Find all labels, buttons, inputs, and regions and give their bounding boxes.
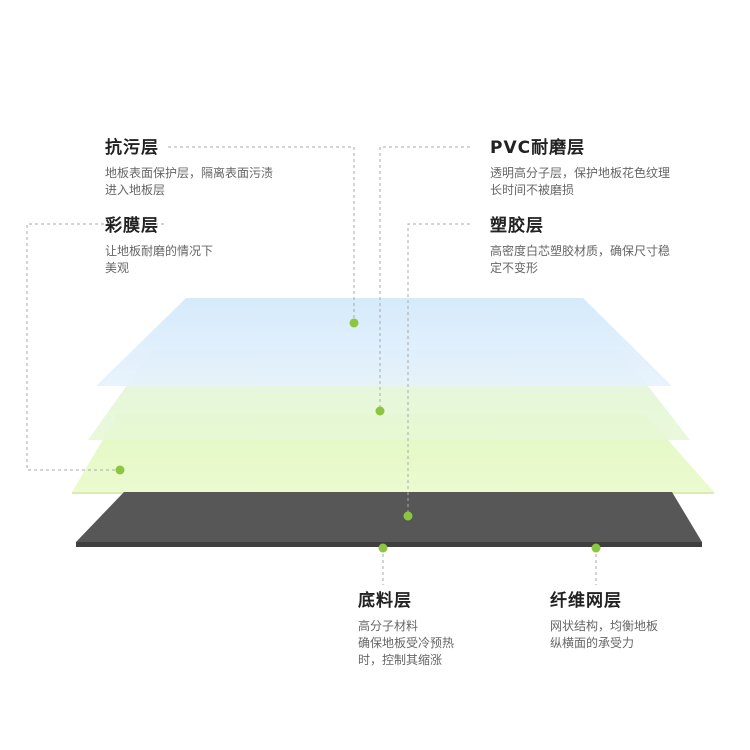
label-pvcwear-desc: 透明高分子层，保护地板花色纹理 长时间不被磨损 (490, 165, 670, 199)
label-plastic: 塑胶层 高密度白芯塑胶材质，确保尺寸稳 定不变形 (490, 215, 670, 277)
dot-plastic (403, 511, 413, 521)
leader-colorfilm (26, 223, 164, 471)
desc-line: 纵横面的承受力 (550, 636, 635, 650)
label-pvcwear: PVC耐磨层 透明高分子层，保护地板花色纹理 长时间不被磨损 (490, 137, 670, 199)
leader-antifouling (168, 146, 355, 322)
desc-line: 高分子材料 (358, 619, 419, 633)
label-antifouling: 抗污层 地板表面保护层，隔离表面污渍 进入地板层 (105, 137, 273, 199)
sheet-dark (76, 492, 702, 547)
label-colorfilm-title: 彩膜层 (105, 216, 159, 236)
label-colorfilm: 彩膜层 让地板耐磨的情况下 美观 (105, 215, 213, 277)
label-base: 底料层 高分子材料 确保地板受冷预热 时，控制其缩涨 (358, 590, 454, 669)
leader-plastic (407, 223, 470, 516)
desc-line: 进入地板层 (105, 183, 166, 197)
label-colorfilm-desc: 让地板耐磨的情况下 美观 (105, 243, 213, 277)
label-pvcwear-title: PVC耐磨层 (490, 138, 586, 158)
desc-line: 透明高分子层，保护地板花色纹理 (490, 166, 671, 180)
desc-line: 地板表面保护层，隔离表面污渍 (105, 166, 274, 180)
label-base-desc: 高分子材料 确保地板受冷预热 时，控制其缩涨 (358, 618, 454, 669)
desc-line: 确保地板受冷预热 (358, 636, 455, 650)
desc-line: 定不变形 (490, 261, 539, 275)
desc-line: 网状结构，均衡地板 (550, 619, 659, 633)
desc-line: 长时间不被磨损 (490, 183, 575, 197)
dot-base (378, 543, 388, 553)
label-plastic-title: 塑胶层 (490, 216, 544, 236)
label-antifouling-title: 抗污层 (105, 138, 159, 158)
dot-fiber (591, 543, 601, 553)
marker-dots (115, 318, 601, 553)
desc-line: 美观 (105, 261, 130, 275)
dot-pvcwear (375, 406, 385, 416)
desc-line: 时，控制其缩涨 (358, 653, 443, 667)
dot-antifouling (349, 318, 359, 328)
desc-line: 让地板耐磨的情况下 (105, 244, 214, 258)
leader-pvcwear (379, 146, 470, 411)
label-fiber: 纤维网层 网状结构，均衡地板 纵横面的承受力 (550, 590, 658, 652)
label-fiber-desc: 网状结构，均衡地板 纵横面的承受力 (550, 618, 658, 652)
dot-colorfilm (115, 465, 125, 475)
desc-line: 高密度白芯塑胶材质，确保尺寸稳 (490, 244, 671, 258)
label-fiber-title: 纤维网层 (550, 591, 622, 611)
sheet-blue (96, 298, 672, 386)
label-plastic-desc: 高密度白芯塑胶材质，确保尺寸稳 定不变形 (490, 243, 670, 277)
leader-lines (26, 146, 597, 585)
label-antifouling-desc: 地板表面保护层，隔离表面污渍 进入地板层 (105, 165, 273, 199)
label-base-title: 底料层 (358, 591, 412, 611)
